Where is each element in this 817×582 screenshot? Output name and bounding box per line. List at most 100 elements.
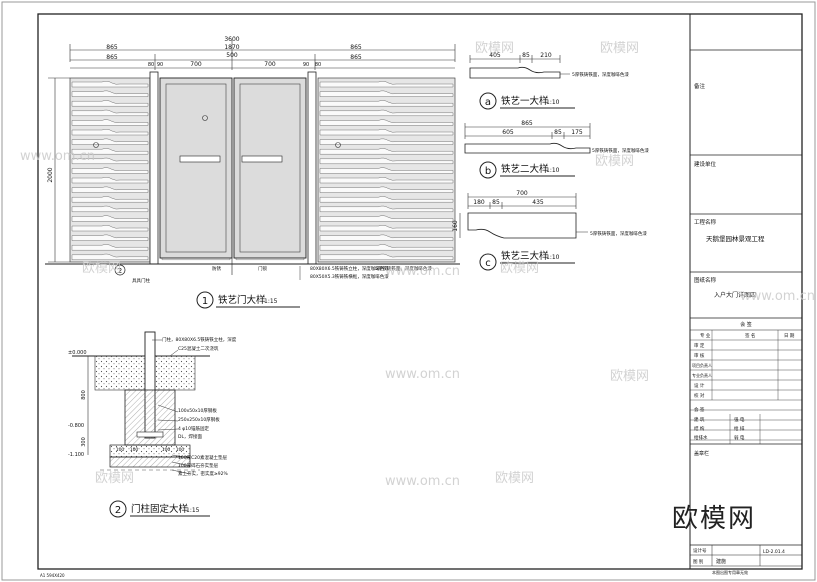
- svg-text:给排水: 给排水: [694, 434, 708, 441]
- svg-text:校 对: 校 对: [694, 392, 705, 399]
- note-rust: 防锈: [212, 265, 221, 272]
- dim-overall: 3600: [224, 36, 239, 43]
- fence-rail: [319, 186, 454, 193]
- gate-handle-right: [241, 155, 283, 163]
- svg-text:605: 605: [502, 129, 514, 136]
- detail-b-circle: [479, 161, 497, 179]
- detail-b-title: 铁艺二大样: [501, 163, 549, 175]
- svg-text:弱 电: 弱 电: [734, 434, 745, 441]
- fence-rail: [319, 225, 454, 232]
- detail-c-profile: [467, 212, 577, 239]
- fence-rail: [319, 253, 454, 260]
- detail-b: 865 605 85 175 5厚铁铸铁面，深度咖啡色漆 b 铁艺二大样 1:1…: [464, 120, 649, 179]
- svg-text:欧模网: 欧模网: [82, 261, 121, 276]
- detail-a-title: 铁艺一大样: [501, 95, 549, 107]
- fence-rail: [319, 129, 454, 136]
- fence-rail: [319, 119, 454, 126]
- fence-rail: [71, 244, 149, 251]
- gate-leaf-right: [233, 77, 307, 259]
- dim-inner-left: 700: [190, 61, 202, 68]
- svg-text:设计号: 设计号: [693, 547, 707, 554]
- svg-text:100厚碎石夯实垫层: 100厚碎石夯实垫层: [178, 462, 219, 469]
- svg-text:欧模网: 欧模网: [595, 154, 634, 169]
- post-detail-title: 门柱固定大样: [131, 503, 188, 515]
- svg-text:具具门柱: 具具门柱: [132, 277, 150, 284]
- fence-rail: [319, 234, 454, 241]
- fence-rail: [319, 148, 454, 155]
- svg-text:1: 1: [202, 296, 208, 307]
- svg-text:www.om.cn: www.om.cn: [385, 474, 460, 489]
- svg-text:100: 100: [176, 447, 185, 453]
- svg-text:180: 180: [473, 199, 485, 206]
- svg-text:素土夯实，密实度≥92%: 素土夯实，密实度≥92%: [178, 470, 228, 477]
- svg-text:工程名称: 工程名称: [694, 218, 717, 226]
- client-label: 建设单位: [694, 160, 717, 168]
- svg-text:210: 210: [540, 52, 552, 59]
- svg-text:100x50x10厚钢板: 100x50x10厚钢板: [178, 407, 217, 414]
- gate-handle-left: [179, 155, 221, 163]
- note-frame: 80X50X5.3铁铸铁横框，深度咖啡色漆: [310, 273, 389, 280]
- svg-text:700: 700: [516, 190, 528, 197]
- svg-text:DL，焊接面: DL，焊接面: [178, 433, 202, 440]
- svg-text:会 签: 会 签: [694, 406, 705, 413]
- fence-rail: [319, 167, 454, 174]
- svg-text:www.om.cn: www.om.cn: [385, 367, 460, 382]
- svg-text:图 别: 图 别: [693, 558, 704, 565]
- svg-text:签 名: 签 名: [745, 332, 755, 339]
- svg-text:5厚铁铸铁面，深度咖啡色漆: 5厚铁铸铁面，深度咖啡色漆: [592, 147, 649, 154]
- svg-text:欧模网: 欧模网: [610, 369, 649, 384]
- gate-post-right: [307, 71, 317, 265]
- svg-text:85: 85: [554, 129, 562, 136]
- svg-text:本图出图专用章无效: 本图出图专用章无效: [712, 569, 748, 575]
- fence-rail: [319, 109, 454, 116]
- sheet-size-note: A1 594X420: [40, 573, 65, 578]
- svg-text:盖章栏: 盖章栏: [694, 450, 709, 457]
- svg-text:专业负责人: 专业负责人: [692, 372, 712, 378]
- svg-text:-0.800: -0.800: [68, 423, 84, 429]
- svg-text:建施: 建施: [716, 558, 726, 565]
- svg-text:80: 80: [148, 62, 154, 68]
- fence-rail: [71, 225, 149, 232]
- svg-text:800: 800: [81, 390, 87, 400]
- svg-text:1:15: 1:15: [186, 507, 200, 514]
- fence-rail: [319, 244, 454, 251]
- fence-rail: [319, 196, 454, 203]
- detail-c: 700 180 85 435 160 5厚铁铸铁面，深度咖啡色漆 c 铁艺三大样…: [452, 190, 647, 271]
- detail-c-title: 铁艺三大样: [501, 250, 549, 262]
- svg-text:欧模网: 欧模网: [475, 41, 514, 56]
- svg-text:图纸名称: 图纸名称: [694, 276, 717, 284]
- svg-text:±0.000: ±0.000: [68, 350, 87, 356]
- svg-text:审 核: 审 核: [694, 352, 705, 359]
- svg-text:435: 435: [532, 199, 544, 206]
- fence-rail: [71, 167, 149, 174]
- svg-text:建 筑: 建 筑: [694, 416, 705, 423]
- svg-text:2: 2: [115, 505, 121, 516]
- note-column: 80X80X6.5铁铸铁立柱，深度咖啡色漆: [310, 265, 389, 272]
- fence-rail: [71, 138, 149, 145]
- fence-rail: [319, 81, 454, 88]
- svg-text:a: a: [485, 97, 491, 108]
- svg-text:门柱，80X80X6.5铁铸铁立柱，深度: 门柱，80X80X6.5铁铸铁立柱，深度: [162, 336, 237, 343]
- fence-rail: [319, 205, 454, 212]
- svg-text:175: 175: [571, 129, 583, 136]
- dim-right-2: 865: [350, 54, 362, 61]
- fence-rail: [71, 215, 149, 222]
- svg-text:1:10: 1:10: [546, 167, 560, 174]
- fence-rail: [71, 196, 149, 203]
- fence-rail: [71, 148, 149, 155]
- svg-text:c: c: [485, 258, 491, 269]
- gate-leaf-left: [159, 77, 233, 259]
- dim-center: 1870: [224, 44, 239, 51]
- svg-text:日 期: 日 期: [784, 333, 795, 339]
- detail-a-circle: [479, 92, 497, 110]
- dim-height: 2000: [47, 167, 54, 182]
- svg-text:5厚铁铸铁面，深度咖啡色漆: 5厚铁铸铁面，深度咖啡色漆: [590, 230, 647, 237]
- elevation-scale: 1:15: [264, 298, 278, 305]
- dim-left: 865: [106, 44, 118, 51]
- fence-rail: [319, 177, 454, 184]
- elevation-title: 铁艺门大样: [218, 294, 266, 306]
- fence-rail: [319, 100, 454, 107]
- svg-text:审 定: 审 定: [694, 342, 705, 349]
- svg-text:www.om.cn: www.om.cn: [740, 289, 815, 304]
